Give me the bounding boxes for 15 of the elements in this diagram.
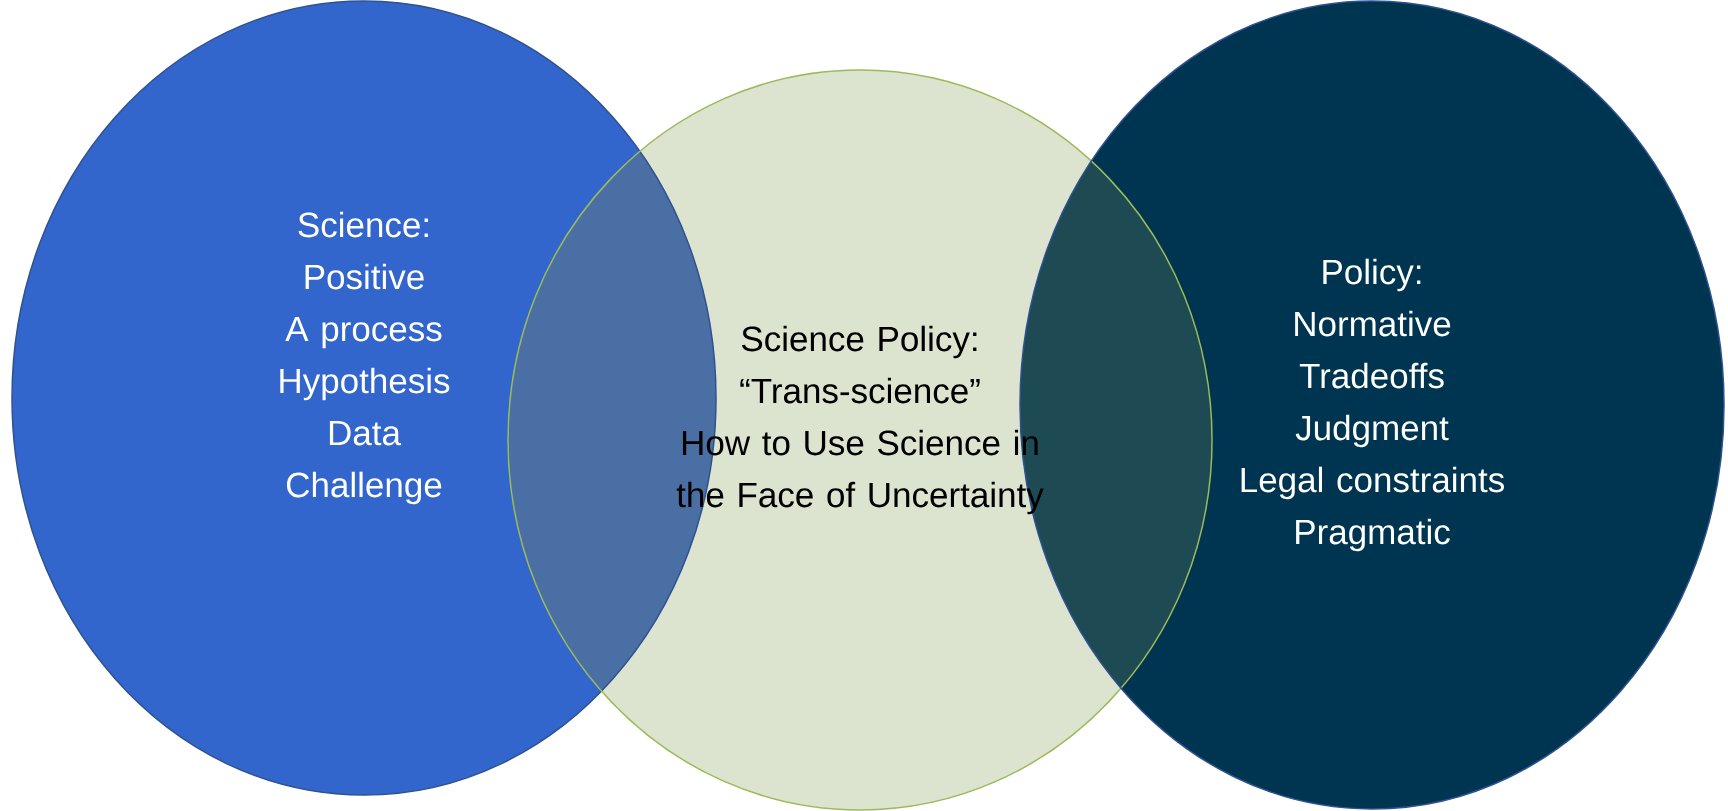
node-label: Pragmatic bbox=[1296, 518, 1450, 552]
node-label: Normative bbox=[1295, 310, 1451, 337]
node-label: Challenge bbox=[286, 471, 442, 505]
node-label: Judgment bbox=[1295, 414, 1449, 448]
node-label: Hypothesis bbox=[280, 367, 450, 401]
node-label: Tradeoffs bbox=[1299, 362, 1444, 389]
venn-label: Science: Positive A process Hypothesis Data Challenge bbox=[280, 211, 450, 505]
node-label: Legal constraints bbox=[1241, 466, 1504, 500]
node-label: Science: bbox=[298, 211, 428, 238]
venn-ellipse bbox=[507, 69, 1213, 811]
venn-label: Policy: Normative Tradeoffs Judgment Legal constraints Pragmatic bbox=[1241, 258, 1504, 552]
node-label: Policy: bbox=[1323, 258, 1421, 292]
node-label: Data bbox=[329, 420, 401, 446]
node-label: A process bbox=[285, 316, 442, 349]
node-label: Positive bbox=[305, 263, 424, 290]
